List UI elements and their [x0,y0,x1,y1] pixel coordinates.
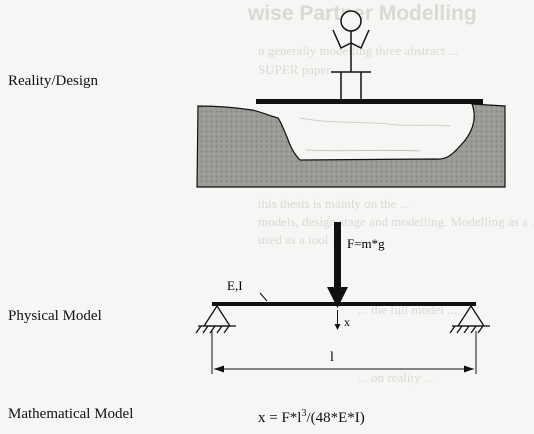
mathematical-model-label: Mathematical Model [8,406,134,422]
equation-exponent: 3 [301,408,307,419]
beam-leader-line [259,292,268,302]
background-text-line: models, design stage and modelling. Mode… [258,214,534,229]
background-text-line: this thesis is mainly on the ... [258,196,410,211]
background-text-line: ... on reality ... [358,370,434,385]
background-text-line: SUPER paper. [258,62,334,77]
equation-rhs: /(48*E*I) [306,410,365,426]
background-text-line: n generally modelling three abstract ... [258,43,458,58]
deflection-equation: x = F*l3/(48*E*I) [258,408,365,427]
equation-lhs: x = F*l [258,410,302,426]
span-dimension [211,331,477,374]
left-support [195,304,236,334]
span-length-label: l [330,350,334,365]
force-arrow [327,222,348,308]
background-title: wise Partner Modelling [248,2,477,25]
reality-design-label: Reality/Design [8,73,98,89]
bridge-deck [256,99,483,104]
force-label: F=m*g [347,236,385,251]
background-text-line: used as a tool ... [258,232,342,247]
deflection-label: x [344,315,350,329]
beam [212,302,476,306]
material-label: E,I [227,278,243,293]
terrain-cross-section [196,103,506,188]
physical-model-label: Physical Model [8,308,102,324]
right-support [449,304,490,334]
stick-figure [331,10,371,99]
deflection-arrow [334,310,341,330]
